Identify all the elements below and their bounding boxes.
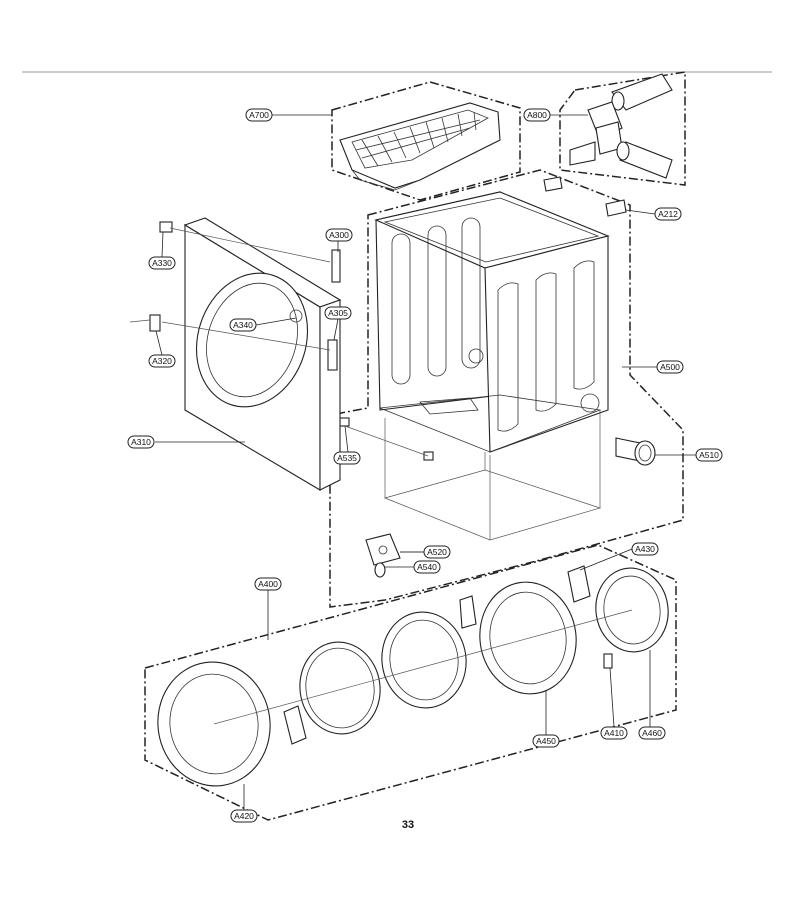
callout-a535: A535 [333, 451, 361, 465]
callout-a320: A320 [148, 354, 176, 368]
svg-text:A340: A340 [233, 320, 253, 330]
callout-a310: A310 [127, 435, 155, 449]
callout-a212: A212 [654, 207, 682, 221]
callout-a800: A800 [523, 108, 551, 122]
group-outline-a800 [559, 71, 686, 186]
svg-text:A430: A430 [635, 544, 655, 554]
svg-text:A500: A500 [660, 362, 680, 372]
cabinet-brackets [543, 176, 627, 217]
callout-a540: A540 [413, 560, 441, 574]
svg-text:A410: A410 [604, 728, 624, 738]
callout-a520: A520 [423, 545, 451, 559]
callout-a450: A450 [532, 734, 560, 748]
callout-a340: A340 [229, 318, 257, 332]
cabinet-body [374, 191, 610, 453]
svg-text:A700: A700 [249, 110, 269, 120]
svg-text:A305: A305 [328, 308, 348, 318]
leader-lines [155, 114, 696, 810]
svg-text:A800: A800 [527, 110, 547, 120]
svg-text:A450: A450 [536, 736, 556, 746]
callout-a305: A305 [324, 306, 352, 320]
svg-text:A400: A400 [258, 579, 278, 589]
lint-filter-rack [339, 102, 501, 191]
svg-text:A510: A510 [699, 450, 719, 460]
svg-text:A320: A320 [152, 356, 172, 366]
callout-a700: A700 [245, 108, 273, 122]
group-outline-door [144, 544, 677, 821]
callout-a430: A430 [631, 542, 659, 556]
callout-a400: A400 [254, 577, 282, 591]
svg-text:A330: A330 [152, 258, 172, 268]
page-number: 33 [402, 819, 414, 831]
svg-text:A420: A420 [234, 811, 254, 821]
callout-a500: A500 [656, 360, 684, 374]
callout-a330: A330 [148, 256, 176, 270]
exhaust-tube [615, 437, 656, 466]
svg-text:A460: A460 [642, 728, 662, 738]
door-assembly [157, 565, 669, 787]
callout-a510: A510 [695, 448, 723, 462]
svg-text:A535: A535 [337, 453, 357, 463]
front-panel [129, 217, 342, 491]
svg-text:A300: A300 [329, 230, 349, 240]
svg-text:A540: A540 [417, 562, 437, 572]
callout-a420: A420 [230, 809, 258, 823]
callout-a300: A300 [325, 228, 353, 242]
cabinet-floor-projection [383, 410, 602, 541]
callout-a460: A460 [638, 726, 666, 740]
svg-text:A520: A520 [427, 547, 447, 557]
svg-text:A310: A310 [131, 437, 151, 447]
group-outline-a700 [331, 81, 521, 201]
exhaust-duct [569, 73, 673, 179]
svg-text:A212: A212 [658, 209, 678, 219]
callout-a410: A410 [600, 726, 628, 740]
